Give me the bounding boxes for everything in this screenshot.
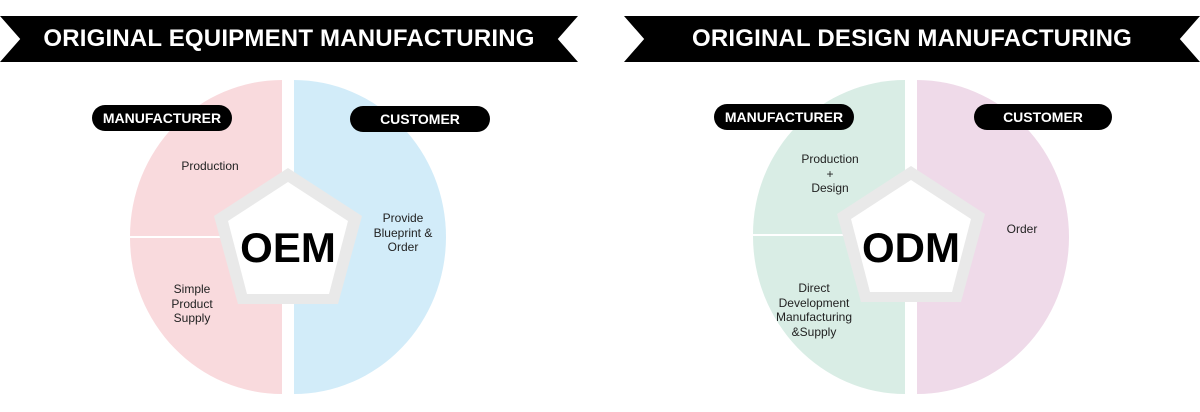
odm-customer-tag: CUSTOMER bbox=[974, 104, 1112, 130]
oem-banner: ORIGINAL EQUIPMENT MANUFACTURING bbox=[0, 16, 578, 62]
odm-panel: ORIGINAL DESIGN MANUFACTURING MANUFACTUR… bbox=[600, 0, 1200, 412]
oem-pentagon bbox=[228, 182, 348, 294]
oem-manufacturer-tag: MANUFACTURER bbox=[92, 105, 232, 131]
odm-wheel bbox=[753, 80, 1069, 394]
odm-order-label: Order bbox=[1006, 222, 1038, 236]
odm-customer-segment bbox=[917, 80, 1069, 394]
oem-wheel bbox=[130, 80, 446, 394]
oem-production-label: Production bbox=[181, 159, 239, 173]
odm-center-label: ODM bbox=[862, 224, 960, 271]
oem-customer-tag: CUSTOMER bbox=[350, 106, 490, 132]
oem-customer-segment bbox=[294, 80, 446, 394]
odm-banner: ORIGINAL DESIGN MANUFACTURING bbox=[624, 16, 1200, 62]
oem-center-label: OEM bbox=[240, 224, 336, 271]
odm-production-design-label: Production+Design bbox=[801, 152, 859, 195]
odm-pentagon bbox=[851, 180, 971, 292]
oem-panel: ORIGINAL EQUIPMENT MANUFACTURING MANUFAC… bbox=[0, 16, 578, 394]
odm-manufacturer-tag: MANUFACTURER bbox=[714, 104, 854, 130]
